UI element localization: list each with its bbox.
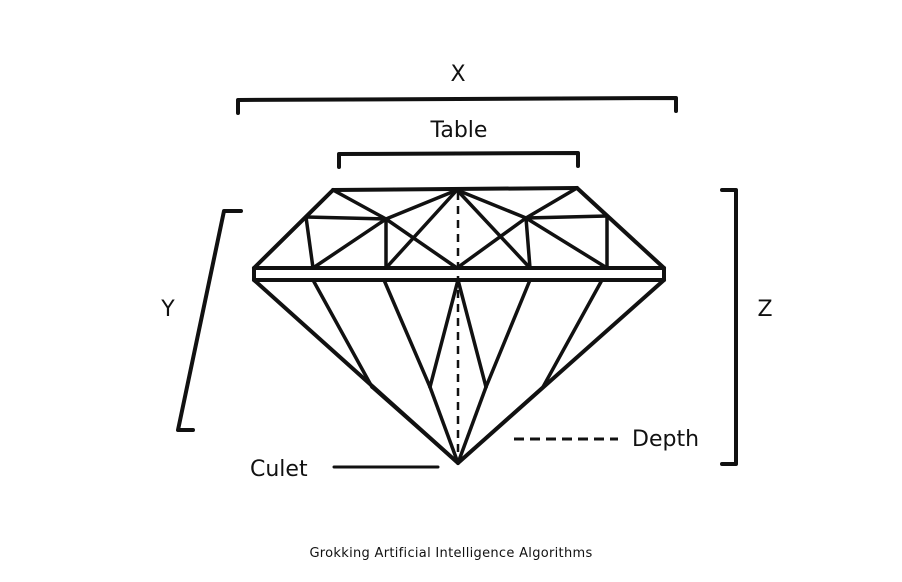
footer-credit: Grokking Artificial Intelligence Algorit… (309, 546, 592, 561)
table-label: Table (430, 118, 488, 143)
x-bracket (236, 96, 678, 115)
culet-label: Culet (250, 457, 308, 482)
z-label: Z (757, 297, 772, 322)
crown-facets (252, 186, 609, 270)
y-bracket (176, 209, 243, 432)
table-bracket (337, 151, 580, 169)
y-label: Y (160, 297, 175, 322)
x-label: X (450, 62, 465, 87)
z-bracket (720, 188, 738, 466)
pavilion-facets (311, 278, 604, 465)
depth-label: Depth (632, 427, 699, 452)
